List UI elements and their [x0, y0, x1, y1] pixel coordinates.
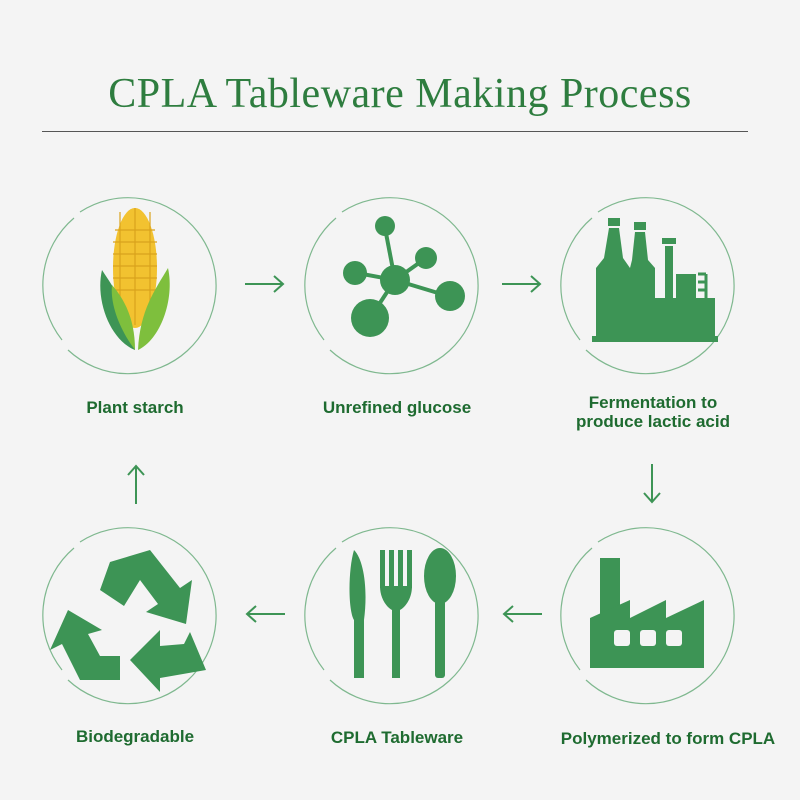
- step-cpla-tableware: [302, 520, 492, 710]
- step-label-biodegradable: Biodegradable: [75, 727, 195, 746]
- arrow-left-icon: [500, 604, 544, 624]
- step-polymerized: [558, 520, 748, 710]
- step-plant-starch: [40, 190, 230, 380]
- step-label-plant-starch: Plant starch: [86, 398, 184, 417]
- step-fermentation: [558, 190, 748, 380]
- arrow-left-icon: [243, 604, 287, 624]
- arrow-up-icon: [126, 462, 146, 506]
- step-biodegradable: [40, 520, 230, 710]
- step-unrefined-glucose: [302, 190, 492, 380]
- step-label-cpla-tableware: CPLA Tableware: [330, 728, 464, 747]
- cutlery-icon: [304, 527, 479, 705]
- arrow-down-icon: [642, 462, 662, 506]
- arrow-right-icon: [243, 274, 287, 294]
- step-label-line-1: Fermentation to: [588, 393, 718, 412]
- step-label-fermentation: Fermentation to produce lactic acid: [543, 393, 763, 431]
- factory-icon: [560, 527, 735, 705]
- factory-chimneys-icon: [560, 197, 735, 375]
- arrow-right-icon: [500, 274, 544, 294]
- molecule-icon: [304, 197, 479, 375]
- step-label-unrefined-glucose: Unrefined glucose: [322, 398, 472, 417]
- corn-icon: [42, 197, 217, 375]
- page-title: CPLA Tableware Making Process: [108, 71, 692, 117]
- step-label-line-2: produce lactic acid: [576, 412, 730, 431]
- recycle-icon: [42, 527, 217, 705]
- step-label-polymerized: Polymerized to form CPLA: [560, 729, 776, 748]
- title-divider: [42, 131, 748, 132]
